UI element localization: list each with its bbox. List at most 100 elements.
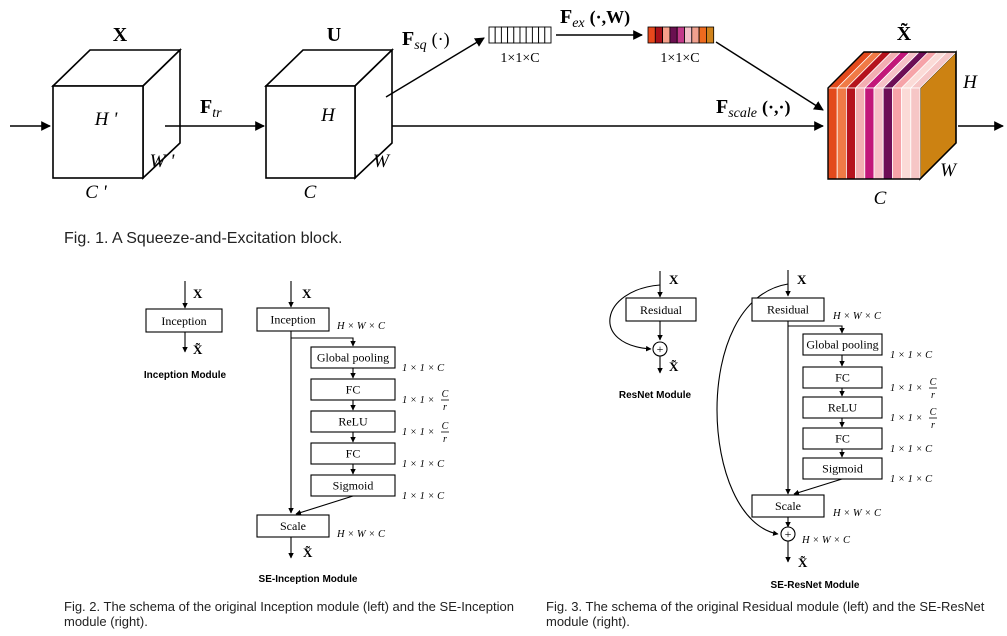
seinc-scale-label: Scale xyxy=(280,519,306,533)
excitation-cell xyxy=(698,26,707,44)
u-cube xyxy=(264,48,394,180)
res-residual-label: Residual xyxy=(640,303,683,317)
squeeze-cell xyxy=(531,26,540,44)
output-channel-slice xyxy=(873,87,884,180)
seres-out-label: X̃ xyxy=(798,555,808,570)
output-channel-slice xyxy=(864,87,875,180)
seinc-relu-dim-denominator: r xyxy=(443,434,447,445)
squeeze-cell xyxy=(525,26,533,44)
squeeze-cell xyxy=(538,26,546,44)
seres-sigmoid-to-scale-arrow xyxy=(793,478,843,496)
seres-global-pooling-label: Global pooling xyxy=(806,338,878,352)
seres-fc1-dim: 1 × 1 × xyxy=(890,383,923,394)
res-title: ResNet Module xyxy=(619,390,692,401)
seres-fc1-dim-denominator: r xyxy=(931,390,935,401)
seres-residual-label: Residual xyxy=(767,303,810,317)
seres-x-label: X xyxy=(797,272,807,287)
res-plus-label: + xyxy=(657,342,664,356)
seres-sigmoid-box xyxy=(802,457,883,480)
output-channel-slice xyxy=(855,87,866,180)
res-skip-connection xyxy=(609,284,661,352)
output-channel-slice xyxy=(901,87,912,180)
fig3-caption: Fig. 3. The schema of the original Resid… xyxy=(546,599,985,629)
c-label: C xyxy=(304,182,317,203)
x-label: X xyxy=(113,24,128,46)
seinc-inception-box xyxy=(256,307,330,332)
seres-scale-label: Scale xyxy=(775,499,801,513)
seres-dim-residual: H × W × C xyxy=(832,311,882,322)
excitation-vector xyxy=(647,26,715,44)
ex-to-scale-arrow xyxy=(715,41,824,111)
squeeze-vector xyxy=(488,26,552,44)
seres-relu-dim-denominator: r xyxy=(931,420,935,431)
seres-branch-arrow xyxy=(788,325,845,334)
ex-dim-label: 1×1×C xyxy=(660,51,699,66)
fex-label: Fex(·,W) xyxy=(560,6,630,31)
squeeze-cell xyxy=(519,26,527,44)
seinc-scale-box xyxy=(256,514,330,538)
squeeze-cell xyxy=(494,26,502,44)
seres-relu-label: ReLU xyxy=(828,401,858,415)
inc-inception-label: Inception xyxy=(161,314,206,328)
out-h-label: H xyxy=(962,72,978,93)
seinc-relu-dim: 1 × 1 × xyxy=(402,427,435,438)
u-label: U xyxy=(327,24,341,46)
h-prime-label: H ' xyxy=(94,109,118,130)
seinc-relu-dim-numerator: C xyxy=(442,421,449,432)
inc-title: Inception Module xyxy=(144,370,227,381)
fig2-diagram: X Inception X̃ Inception Module X Incept… xyxy=(144,281,449,585)
seinc-out-label: X̃ xyxy=(303,545,313,560)
res-out-label: X̃ xyxy=(669,359,679,374)
seres-sigmoid-dim: 1 × 1 × C xyxy=(890,474,933,485)
seinc-fc2-dim: 1 × 1 × C xyxy=(402,459,445,470)
out-w-label: W xyxy=(940,160,958,181)
excitation-cell xyxy=(691,26,700,44)
w-label: W xyxy=(373,151,391,172)
seinc-fc1-dim-numerator: C xyxy=(442,389,449,400)
h-label: H xyxy=(320,105,336,126)
squeeze-cell xyxy=(544,26,552,44)
excitation-cell xyxy=(684,26,693,44)
fig2-caption: Fig. 2. The schema of the original Incep… xyxy=(64,599,514,629)
seinc-relu-label: ReLU xyxy=(338,415,368,429)
sq-dim-label: 1×1×C xyxy=(500,51,539,66)
seres-relu-dim: 1 × 1 × xyxy=(890,413,923,424)
seres-fc2-dim: 1 × 1 × C xyxy=(890,444,933,455)
seinc-title: SE-Inception Module xyxy=(259,574,358,585)
output-channel-slice xyxy=(836,87,847,180)
fig1-diagram: X H ' W ' C ' Ftr U H W C Fsq(·) 1×1×C F… xyxy=(10,6,1004,209)
output-channel-slice xyxy=(892,87,903,180)
output-channel-slice xyxy=(827,87,838,180)
inc-inception-box xyxy=(145,308,223,333)
w-prime-label: W ' xyxy=(150,151,176,172)
res-residual-box xyxy=(625,297,697,322)
ftr-label: Ftr xyxy=(200,96,222,121)
output-channel-slice xyxy=(910,87,921,180)
excitation-cell xyxy=(662,26,671,44)
out-c-label: C xyxy=(874,188,887,209)
inc-out-label: X̃ xyxy=(193,342,203,357)
output-outline xyxy=(827,51,957,180)
output-channel-slice xyxy=(882,87,893,180)
seres-dim-scale: H × W × C xyxy=(832,508,882,519)
fsq-label: Fsq(·) xyxy=(402,28,450,53)
seinc-fc1-label: FC xyxy=(346,383,361,397)
x-tilde-label: X̃ xyxy=(897,22,912,45)
seinc-sigmoid-dim: 1 × 1 × C xyxy=(402,491,445,502)
fsq-arrow xyxy=(385,37,485,98)
seinc-global-pooling-dim: 1 × 1 × C xyxy=(402,363,445,374)
fig1-caption: Fig. 1. A Squeeze-and-Excitation block. xyxy=(64,230,343,247)
excitation-cell xyxy=(676,26,685,44)
seres-relu-dim-numerator: C xyxy=(930,407,937,418)
seres-global-pooling-dim: 1 × 1 × C xyxy=(890,350,933,361)
squeeze-cell xyxy=(488,26,496,44)
seinc-fc1-dim-denominator: r xyxy=(443,402,447,413)
c-prime-label: C ' xyxy=(85,182,107,203)
seinc-dim-scale: H × W × C xyxy=(336,529,386,540)
seinc-x-label: X xyxy=(302,286,312,301)
excitation-cell xyxy=(669,26,678,44)
seinc-inception-label: Inception xyxy=(270,313,315,327)
seinc-dim-inception: H × W × C xyxy=(336,321,386,332)
excitation-cell xyxy=(706,26,715,44)
